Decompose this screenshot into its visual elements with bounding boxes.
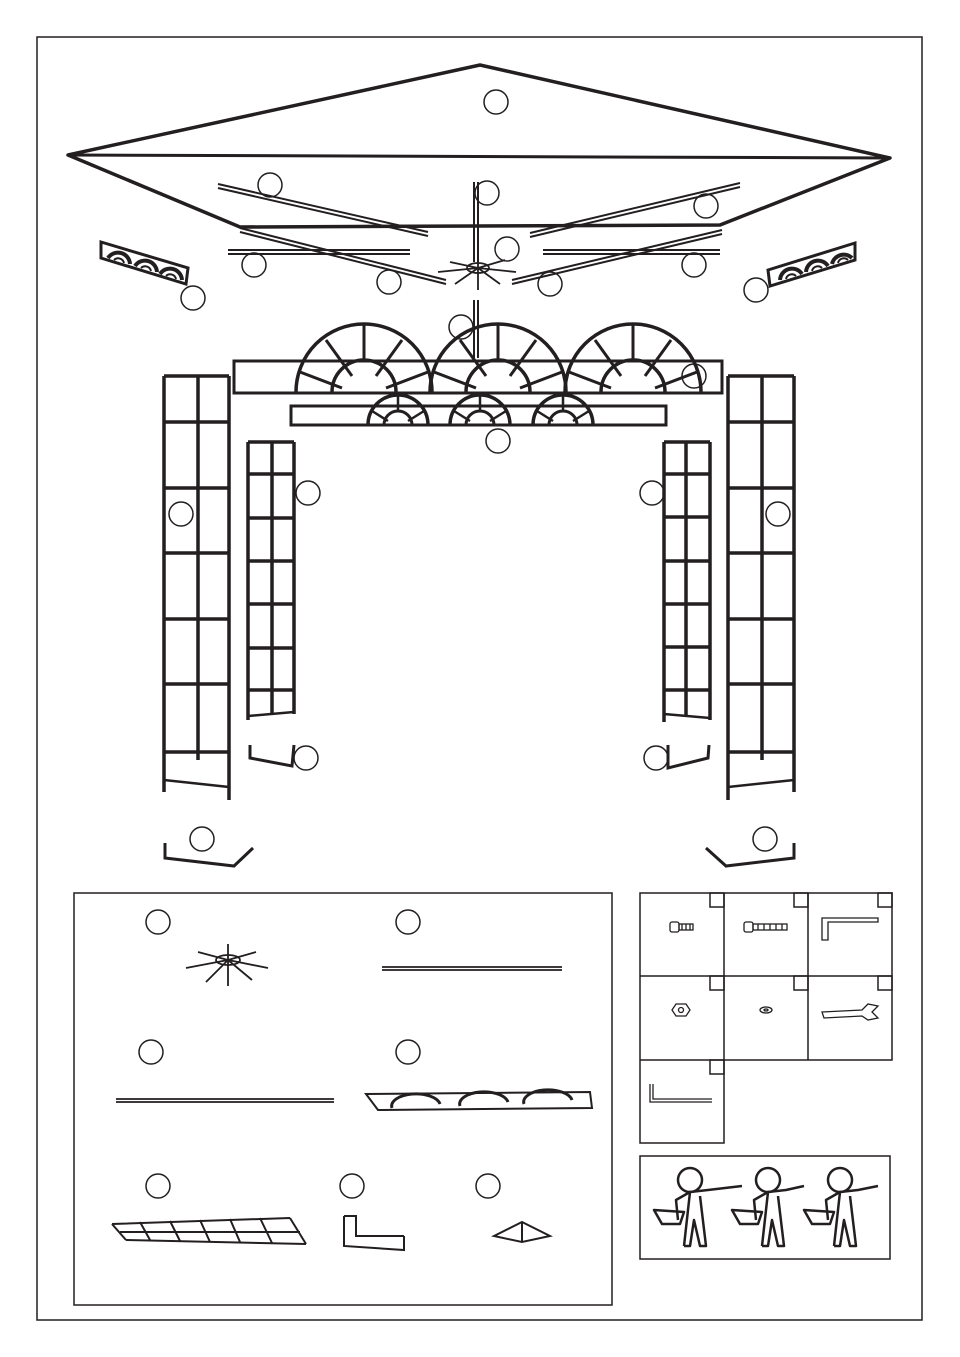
callout-foot-rear-right [643, 745, 669, 771]
wrench-icon [821, 1003, 880, 1021]
callout-rafter-cr [537, 271, 563, 297]
side-panel-rear-left [246, 440, 296, 720]
legend-callout-short-rod [395, 909, 421, 935]
callout-lintel-rear [485, 428, 511, 454]
foot-bracket-front-left [163, 843, 255, 868]
legend-panel-part [111, 1217, 307, 1245]
callout-roof [483, 89, 509, 115]
legend-foot-part [343, 1215, 405, 1252]
nut-icon [671, 1003, 691, 1017]
legend-cap-part [491, 1220, 553, 1244]
rear-lintel-beam [289, 393, 668, 427]
callout-hub [494, 236, 520, 262]
small-hex-key-icon [649, 1084, 712, 1103]
person-icon [730, 1166, 805, 1248]
person-icon [652, 1166, 743, 1248]
legend-callout-beam [395, 1039, 421, 1065]
callout-bracket-left [180, 285, 206, 311]
callout-rafter-tl [257, 172, 283, 198]
center-post [473, 182, 479, 262]
callout-post [474, 180, 500, 206]
foot-bracket-rear-left [248, 744, 296, 768]
legend-callout-long-rod [138, 1039, 164, 1065]
legend-beam-part [364, 1088, 594, 1112]
callout-panel-front-right [765, 501, 791, 527]
foot-bracket-rear-right [666, 744, 711, 770]
foot-bracket-front-right [704, 843, 796, 868]
corner-bracket-left [99, 239, 190, 286]
parts-legend [73, 892, 613, 1306]
short-bolt-icon [669, 921, 694, 933]
side-panel-rear-right [662, 440, 712, 722]
legend-callout-foot [339, 1173, 365, 1199]
assembly-people-panel [639, 1155, 891, 1260]
legend-callout-hub [145, 909, 171, 935]
callout-lintel-front [681, 363, 707, 389]
side-panel-front-left [162, 374, 231, 800]
page-border [36, 36, 923, 1321]
callout-rafter-ml [241, 252, 267, 278]
corner-bracket-right [766, 240, 857, 288]
center-hub [437, 250, 517, 290]
callout-rafter-cl [376, 269, 402, 295]
side-panel-front-right [726, 374, 796, 800]
roof-canopy [66, 63, 892, 229]
legend-short-rod [382, 966, 562, 971]
legend-long-rod [116, 1098, 334, 1103]
legend-callout-panel [145, 1173, 171, 1199]
callout-pole [448, 314, 474, 340]
callout-rafter-mr [681, 252, 707, 278]
legend-hub-part [185, 944, 269, 986]
callout-panel-rear-right [639, 480, 665, 506]
hex-key-icon [821, 917, 879, 941]
hardware-grid [639, 892, 893, 1144]
callout-bracket-right [743, 277, 769, 303]
callout-foot-rear-left [293, 745, 319, 771]
callout-foot-front-right [752, 826, 778, 852]
part-callouts [168, 89, 791, 852]
person-icon [802, 1166, 879, 1248]
callout-panel-front-left [168, 501, 194, 527]
legend-callout-cap [475, 1173, 501, 1199]
callout-foot-front-left [189, 826, 215, 852]
callout-panel-rear-left [295, 480, 321, 506]
washer-icon [759, 1006, 773, 1014]
callout-rafter-tr [693, 193, 719, 219]
front-lintel-beam [232, 322, 724, 395]
long-bolt-icon [743, 921, 788, 933]
